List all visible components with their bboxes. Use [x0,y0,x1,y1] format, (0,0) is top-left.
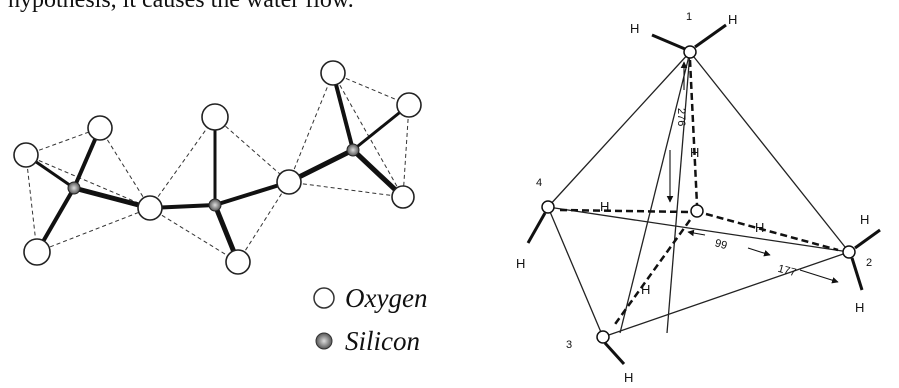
distance-99-label: 99 [713,237,728,252]
oxygen-legend-label: Oxygen [345,283,427,313]
distance-276-label: 276 [675,108,687,126]
h-label: H [516,256,525,271]
h-label: H [630,21,639,36]
oxygen-atoms [13,60,422,275]
legend: Oxygen Silicon [313,283,427,356]
h-label: H [600,199,609,214]
oxygen-legend-icon [313,287,335,309]
h-label: H [860,212,869,227]
h-label: H [728,12,737,27]
molecule-4-label: 4 [536,177,542,189]
caption-text: hypothesis, it causes the water flow. [8,0,354,13]
silicon-atoms [67,143,360,212]
h-label: H [755,220,764,235]
molecule-3-label: 3 [566,339,572,351]
molecule-2-label: 2 [866,257,872,269]
h-label: H [855,300,864,315]
h-label: H [690,145,699,160]
tetrahedron-edges [547,51,850,338]
h-label: H [641,282,650,297]
silicon-legend-label: Silicon [345,326,420,356]
molecule-1-label: 1 [686,11,692,23]
silicon-legend-icon [315,332,333,350]
hydrogen-bonds [559,59,839,328]
distance-arrows [666,61,839,284]
covalent-oh-bonds [526,23,881,366]
water-oxygens [541,45,856,344]
tetrahedron-dashed-edges [25,72,410,263]
silicate-chain-diagram [13,60,422,275]
hydrogen-labels: H H H H H H H H H H [516,12,869,385]
water-cluster-diagram: H H H H H H H H H H 1 4 2 3 276 99 177 [516,11,881,385]
molecule-numbers: 1 4 2 3 [536,11,872,351]
distance-177-label: 177 [776,263,797,279]
h-label: H [624,370,633,385]
